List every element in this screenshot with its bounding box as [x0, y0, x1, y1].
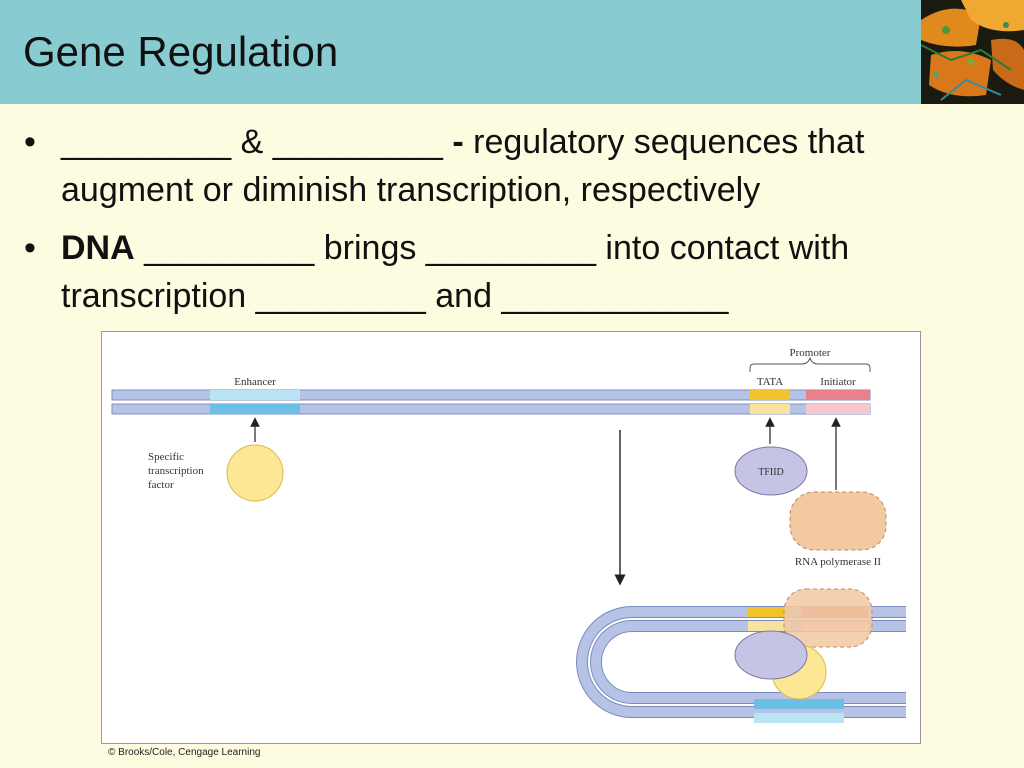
- rna-polymerase-bound: [783, 588, 873, 648]
- bullet-bold-dna: DNA: [61, 229, 135, 267]
- promoter-label: Promoter: [790, 347, 831, 359]
- tfiid-label: TFIID: [758, 467, 784, 478]
- tfiid-bound: [734, 630, 808, 680]
- figure-copyright: © Brooks/Cole, Cengage Learning: [108, 747, 261, 758]
- specific-factor-label-3: factor: [148, 479, 174, 491]
- bullet-marker: •: [24, 229, 36, 267]
- tata-box: [750, 390, 790, 400]
- specific-factor: [226, 444, 284, 502]
- tata-label: TATA: [757, 376, 783, 388]
- bullet-list: • _________ & _________ - regulatory seq…: [24, 118, 1004, 330]
- molecule-photo-icon: [921, 0, 1024, 104]
- slide-header: Gene Regulation: [0, 0, 1024, 104]
- dna-looping-figure: Promoter Enhancer TATA Initiator Specifi…: [101, 331, 921, 744]
- bullet-item-dna-looping: • DNA _________ brings _________ into co…: [24, 224, 1004, 320]
- specific-factor-label-1: Specific: [148, 451, 184, 463]
- bullet-dash: -: [452, 123, 464, 161]
- enhancer-region: [210, 390, 300, 400]
- rna-polymerase: [789, 491, 887, 551]
- promoter-bracket: [749, 356, 871, 372]
- initiator-label: Initiator: [820, 376, 856, 388]
- bullet-text: _________ brings _________ into contact …: [61, 229, 850, 315]
- linear-dna: [111, 389, 871, 415]
- slide-title: Gene Regulation: [23, 28, 339, 75]
- rna-pol-label: RNA polymerase II: [795, 556, 881, 568]
- specific-factor-label-2: transcription: [148, 465, 204, 477]
- initiator-region: [806, 390, 870, 400]
- enhancer-label: Enhancer: [234, 376, 276, 388]
- figure-svg: Promoter Enhancer TATA Initiator Specifi…: [111, 347, 906, 723]
- bullet-text: _________ & _________: [61, 123, 453, 161]
- bullet-item-enhancers-silencers: • _________ & _________ - regulatory seq…: [24, 118, 1004, 214]
- bullet-text: regulatory sequences that augment or dim…: [61, 123, 865, 209]
- bullet-marker: •: [24, 123, 36, 161]
- tfiid-protein: [734, 446, 808, 496]
